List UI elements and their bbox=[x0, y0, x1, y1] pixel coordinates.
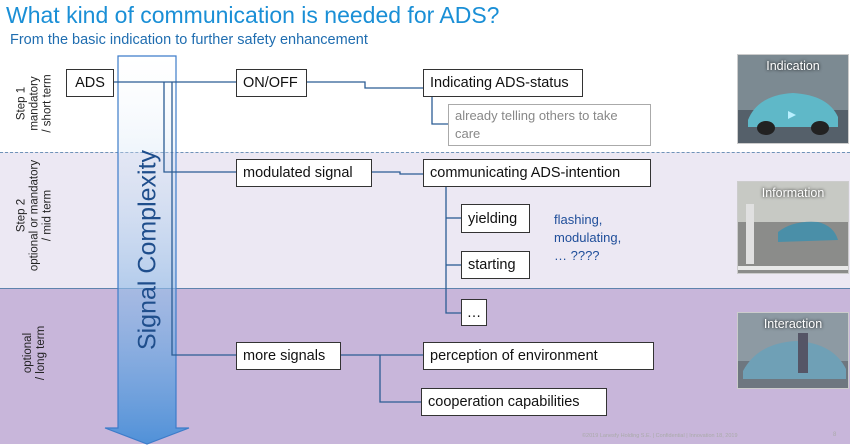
signal-complexity-label: Signal Complexity bbox=[133, 149, 162, 351]
connector-more-cooperation bbox=[379, 355, 421, 403]
connector-onoff-indicating bbox=[307, 81, 423, 89]
more-signals-box: more signals bbox=[236, 342, 341, 370]
connector-modulated-intention bbox=[372, 171, 423, 175]
street-image bbox=[738, 182, 848, 273]
interaction-thumbnail: Interaction bbox=[737, 312, 849, 389]
connector-intention-children bbox=[445, 187, 461, 314]
cooperation-box: cooperation capabilities bbox=[421, 388, 607, 416]
connector-indicating-note bbox=[431, 97, 448, 125]
footer-text: ©2019 Lanesfy Holding S.E. | Confidentia… bbox=[582, 433, 738, 439]
slide-subtitle: From the basic indication to further saf… bbox=[10, 32, 368, 48]
information-label: Information bbox=[761, 186, 825, 200]
example-1: flashing, bbox=[554, 212, 603, 227]
on-off-box: ON/OFF bbox=[236, 69, 307, 97]
example-3: … ???? bbox=[554, 248, 600, 263]
perception-box: perception of environment bbox=[423, 342, 654, 370]
step-separator-dashed bbox=[0, 152, 850, 153]
information-thumbnail: Information bbox=[737, 181, 849, 274]
indication-label: Indication bbox=[766, 59, 820, 73]
communicating-intention-box: communicating ADS-intention bbox=[423, 159, 651, 187]
starting-box: starting bbox=[461, 251, 530, 279]
page-number: 8 bbox=[833, 432, 837, 438]
step-separator-solid bbox=[0, 288, 850, 289]
note-box: already telling others to take care bbox=[448, 104, 651, 146]
car-image bbox=[738, 55, 848, 143]
interaction-label: Interaction bbox=[763, 317, 823, 331]
signal-complexity-arrow bbox=[104, 55, 190, 445]
ellipsis-box: … bbox=[461, 299, 487, 326]
connector-ads-more bbox=[171, 82, 236, 356]
indication-thumbnail: Indication bbox=[737, 54, 849, 144]
examples-text: flashing, modulating, … ???? bbox=[554, 211, 621, 265]
interaction-image bbox=[738, 313, 848, 388]
example-2: modulating, bbox=[554, 230, 622, 245]
ads-box: ADS bbox=[66, 69, 114, 97]
slide-title: What kind of communication is needed for… bbox=[6, 2, 500, 28]
yielding-box: yielding bbox=[461, 204, 530, 233]
modulated-signal-box: modulated signal bbox=[236, 159, 372, 187]
indicating-status-box: Indicating ADS-status bbox=[423, 69, 583, 97]
